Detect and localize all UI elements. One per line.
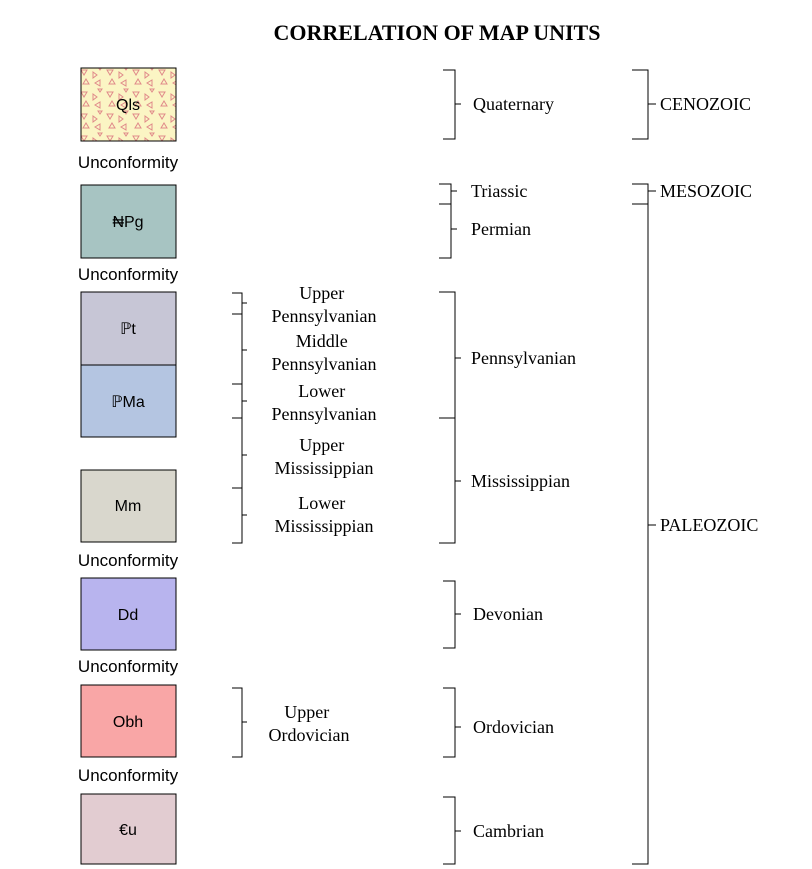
period-label-ordovician: Ordovician	[473, 717, 554, 737]
unit-pt-label: ℙt	[120, 321, 136, 338]
unit-pma-box	[80, 364, 177, 438]
chart-title: CORRELATION OF MAP UNITS	[274, 20, 601, 45]
unit-dd: Dd	[80, 577, 177, 651]
unit-cu-label: €u	[119, 822, 137, 839]
bracket-lower-pennsylvanian	[232, 383, 247, 419]
subdivision-line: Pennsylvanian	[272, 404, 377, 424]
subdivision-label: Upper Pennsylvanian	[272, 283, 377, 326]
unit-cu: €u	[80, 793, 177, 865]
subdivision-line: Upper	[284, 702, 329, 722]
unit-trpg-label: ₦Pg	[112, 214, 143, 231]
subdivision-label: Upper Mississippian	[274, 435, 373, 478]
period-label-triassic: Triassic	[471, 181, 527, 201]
period-label-permian: Permian	[471, 219, 531, 239]
unit-mm-label: Mm	[115, 498, 142, 515]
bracket-middle-pennsylvanian	[232, 313, 247, 385]
period-label-pennsylvanian: Pennsylvanian	[471, 348, 576, 368]
subdivision-line: Upper	[299, 283, 344, 303]
subdivision-brackets	[232, 292, 247, 758]
subdivision-label: Middle Pennsylvanian	[272, 331, 377, 374]
bracket-paleozoic	[632, 203, 656, 865]
subdivision-line: Lower	[298, 381, 345, 401]
period-label-mississippian: Mississippian	[471, 471, 570, 491]
era-label-paleozoic: PALEOZOIC	[660, 515, 758, 535]
bracket-triassic	[439, 183, 457, 205]
bracket-upper-mississippian	[232, 417, 247, 489]
bracket-pennsylvanian	[439, 291, 461, 419]
unit-cu-box	[80, 793, 177, 865]
unconformity-label: Unconformity	[78, 766, 179, 785]
subdivision-line: Pennsylvanian	[272, 306, 377, 326]
unit-dd-box	[80, 577, 177, 651]
subdivision-line: Upper	[299, 435, 344, 455]
subdivision-line: Lower	[298, 493, 345, 513]
period-label-cambrian: Cambrian	[473, 821, 544, 841]
subdivision-label: Lower Mississippian	[274, 493, 373, 536]
period-label-quaternary: Quaternary	[473, 94, 554, 114]
unit-qls-box	[80, 67, 177, 142]
bracket-permian	[439, 203, 457, 259]
subdivision-line: Mississippian	[274, 516, 373, 536]
period-brackets	[439, 69, 461, 865]
subdivision-label: Lower Pennsylvanian	[272, 381, 377, 424]
unit-pt: ℙt	[80, 291, 177, 366]
unit-qls-label: Qls	[116, 97, 140, 114]
unit-pma-label: ℙMa	[111, 394, 145, 411]
subdivision-line: Ordovician	[269, 725, 350, 745]
unconformity-label: Unconformity	[78, 551, 179, 570]
unconformity-label: Unconformity	[78, 657, 179, 676]
unit-pma: ℙMa	[80, 364, 177, 438]
bracket-cambrian	[443, 796, 461, 865]
bracket-lower-mississippian	[232, 487, 247, 544]
bracket-upper-ordovician	[232, 687, 247, 758]
unit-obh-box	[80, 684, 177, 758]
bracket-mesozoic	[632, 183, 656, 205]
era-label-mesozoic: MESOZOIC	[660, 181, 752, 201]
period-label-devonian: Devonian	[473, 604, 543, 624]
subdivision-line: Pennsylvanian	[272, 354, 377, 374]
unconformity-label: Unconformity	[78, 265, 179, 284]
subdivision-line: Middle	[296, 331, 348, 351]
unconformity-label: Unconformity	[78, 153, 179, 172]
subdivision-line: Mississippian	[274, 458, 373, 478]
unit-qls: Qls	[80, 67, 177, 142]
bracket-ordovician	[443, 687, 461, 758]
bracket-cenozoic	[632, 69, 656, 140]
unit-dd-label: Dd	[118, 607, 138, 624]
unit-obh-label: Obh	[113, 714, 143, 731]
bracket-mississippian	[439, 417, 461, 544]
bracket-devonian	[443, 580, 461, 649]
unit-trpg-box	[80, 184, 177, 259]
unit-pt-box	[80, 291, 177, 366]
bracket-upper-pennsylvanian	[232, 292, 247, 315]
bracket-quaternary	[443, 69, 461, 140]
unit-mm-box	[80, 469, 177, 543]
unit-mm: Mm	[80, 469, 177, 543]
subdivision-label: Upper Ordovician	[269, 702, 350, 745]
unit-trpg: ₦Pg	[80, 184, 177, 259]
unit-obh: Obh	[80, 684, 177, 758]
era-label-cenozoic: CENOZOIC	[660, 94, 751, 114]
era-brackets	[632, 69, 656, 865]
